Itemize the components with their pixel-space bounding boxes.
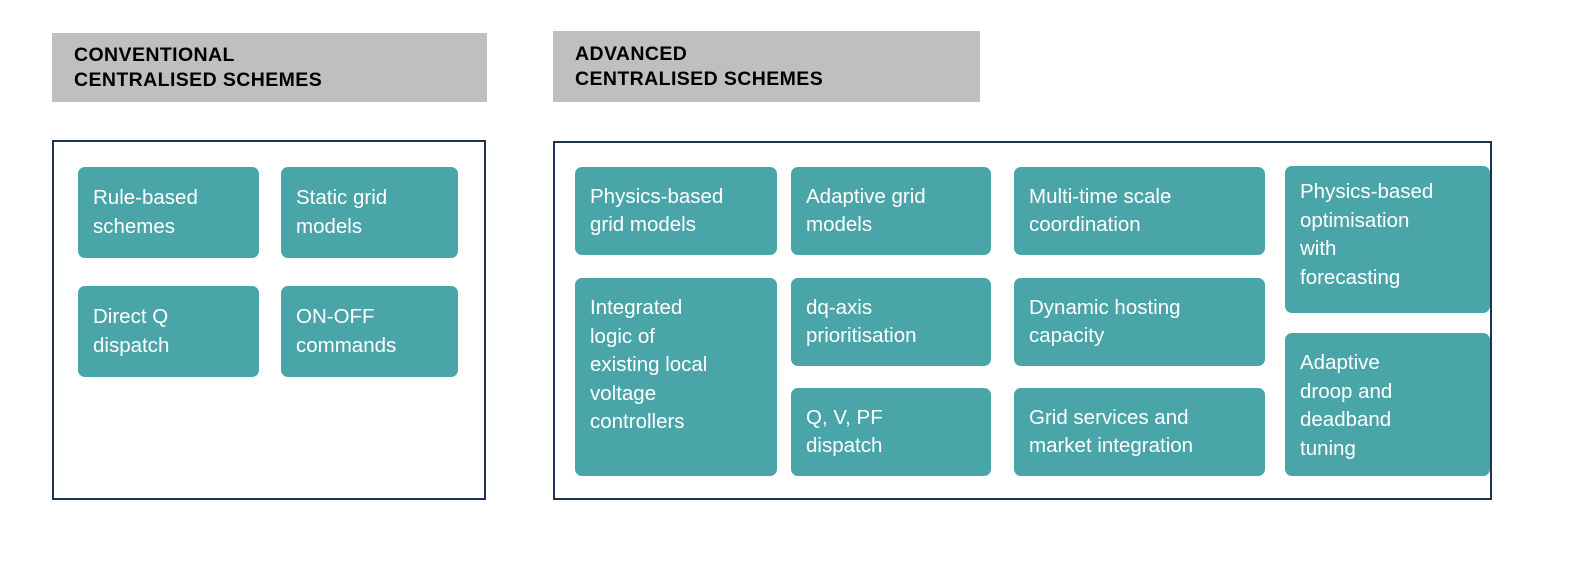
card-direct-q-dispatch[interactable]: Direct Q dispatch [78,286,259,377]
card-adaptive-droop-deadband-tuning[interactable]: Adaptive droop and deadband tuning [1285,333,1490,476]
section-header-advanced: ADVANCED CENTRALISED SCHEMES [553,31,980,102]
section-header-conventional-line1: CONVENTIONAL [74,43,235,66]
card-grid-services-market-integration[interactable]: Grid services and market integration [1014,388,1265,476]
card-dq-axis-prioritisation[interactable]: dq-axis prioritisation [791,278,991,366]
section-header-advanced-line1: ADVANCED [575,42,688,65]
section-header-advanced-line2: CENTRALISED SCHEMES [575,67,824,90]
card-multi-time-scale-coordination[interactable]: Multi-time scale coordination [1014,167,1265,255]
card-label: Multi-time scale coordination [1029,184,1172,237]
card-label: Integrated logic of existing local volta… [590,296,708,433]
card-label: Adaptive droop and deadband tuning [1300,351,1393,460]
section-header-conventional-line2: CENTRALISED SCHEMES [74,68,323,91]
card-label: Grid services and market integration [1029,405,1194,458]
card-label: Direct Q dispatch [93,305,170,357]
card-physics-based-grid-models[interactable]: Physics-based grid models [575,167,777,255]
card-adaptive-grid-models[interactable]: Adaptive grid models [791,167,991,255]
card-label: Q, V, PF dispatch [806,405,883,458]
card-q-v-pf-dispatch[interactable]: Q, V, PF dispatch [791,388,991,476]
section-header-conventional: CONVENTIONAL CENTRALISED SCHEMES [52,33,487,102]
card-label: Dynamic hosting capacity [1029,295,1181,348]
card-physics-based-optimisation-forecasting[interactable]: Physics-based optimisation with forecast… [1285,166,1490,313]
card-label: Static grid models [296,186,388,238]
card-label: ON-OFF commands [296,305,397,357]
card-dynamic-hosting-capacity[interactable]: Dynamic hosting capacity [1014,278,1265,366]
card-rule-based-schemes[interactable]: Rule-based schemes [78,167,259,258]
card-static-grid-models[interactable]: Static grid models [281,167,458,258]
card-label: Adaptive grid models [806,184,926,237]
card-label: dq-axis prioritisation [806,295,917,348]
card-label: Physics-based optimisation with forecast… [1300,180,1434,289]
card-label: Physics-based grid models [590,184,724,237]
card-label: Rule-based schemes [93,186,198,238]
card-on-off-commands[interactable]: ON-OFF commands [281,286,458,377]
card-integrated-logic-voltage-controllers[interactable]: Integrated logic of existing local volta… [575,278,777,476]
